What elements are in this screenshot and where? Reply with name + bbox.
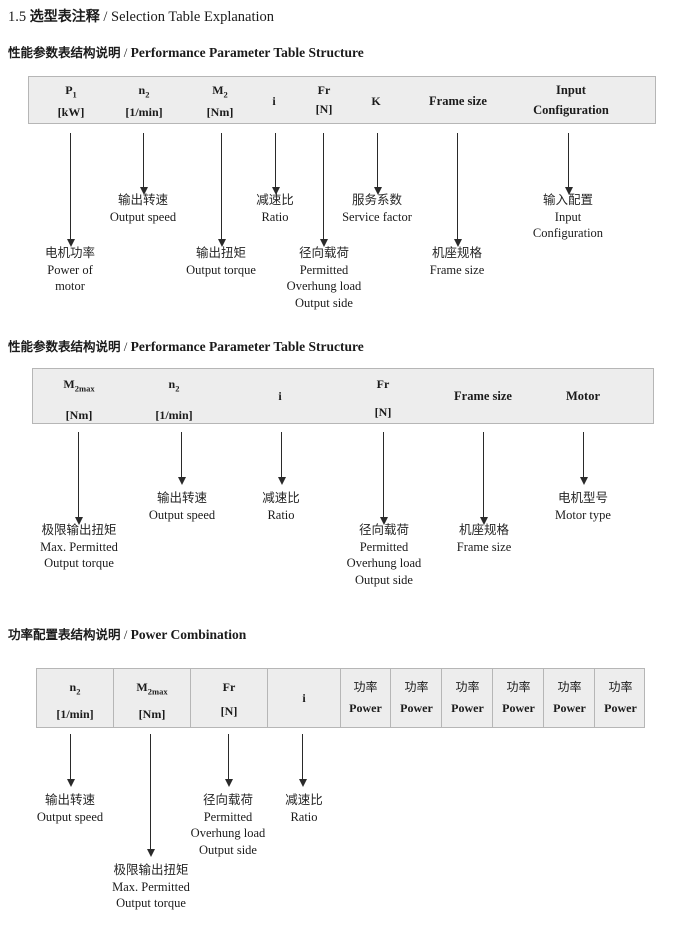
note-service-factor-1: 服务系数 Service factor: [342, 192, 412, 224]
table3-col-power-6: 功率 Power: [604, 680, 637, 715]
table3-col-m2max: M2max [Nm]: [136, 680, 168, 721]
table3-divider-3: [267, 669, 268, 727]
performance-parameter-table-1: [28, 76, 656, 124]
table3-col-fr: Fr [N]: [220, 680, 238, 718]
table1-col-i: i: [272, 94, 276, 108]
table1-col-n2: n2 [1/min]: [125, 83, 163, 119]
table3-col-power-3: 功率 Power: [451, 680, 484, 715]
section-3-heading: 功率配置表结构说明 / Power Combination: [8, 624, 246, 643]
note-permitted-overhung-load-3: 径向载荷 Permitted Overhung load Output side: [190, 792, 266, 857]
table3-divider-6: [441, 669, 442, 727]
table3-divider-9: [594, 669, 595, 727]
section-3-heading-en: Power Combination: [130, 627, 247, 642]
note-output-speed-1: 输出转速 Output speed: [109, 192, 177, 224]
arrow-to-ratio-3: [298, 734, 307, 787]
table3-divider-4: [340, 669, 341, 727]
table1-col-m2: M2 [Nm]: [206, 83, 234, 119]
table1-col-fr: Fr [N]: [315, 83, 333, 116]
arrow-to-ratio-2: [277, 432, 286, 485]
note-permitted-overhung-load-2: 径向载荷 Permitted Overhung load Output side: [346, 522, 422, 587]
page-title: 1.5 选型表注释 / Selection Table Explanation: [8, 6, 274, 26]
table3-col-power-2: 功率 Power: [400, 680, 433, 715]
section-2-heading-cn: 性能参数表结构说明: [8, 339, 121, 354]
arrow-to-ratio: [271, 133, 280, 195]
note-frame-size-2: 机座规格 Frame size: [456, 522, 512, 554]
table3-col-power-1: 功率 Power: [349, 680, 382, 715]
section-3-heading-cn: 功率配置表结构说明: [8, 627, 121, 642]
note-output-speed-2: 输出转速 Output speed: [148, 490, 216, 522]
note-frame-size-1: 机座规格 Frame size: [429, 245, 485, 277]
table3-col-power-4: 功率 Power: [502, 680, 535, 715]
page-title-number: 1.5: [8, 9, 27, 25]
page-title-en: Selection Table Explanation: [111, 9, 275, 25]
table2-col-motor: Motor: [565, 389, 600, 403]
section-2-heading-en: Performance Parameter Table Structure: [130, 339, 364, 354]
section-1-heading-en: Performance Parameter Table Structure: [130, 45, 364, 60]
page-title-cn: 选型表注释: [29, 9, 100, 25]
arrow-to-output-speed-3: [66, 734, 75, 787]
arrow-to-frame-size: [453, 133, 462, 247]
table3-divider-2: [190, 669, 191, 727]
note-power-of-motor-1: 电机功率 Power of motor: [44, 245, 95, 293]
table2-col-n2: n2 [1/min]: [155, 377, 193, 422]
arrow-to-permitted-overhung-load-2: [379, 432, 388, 525]
table1-col-frame-size: Frame size: [429, 94, 487, 108]
note-ratio-3: 减速比 Ratio: [285, 792, 323, 824]
table3-divider-7: [492, 669, 493, 727]
arrow-to-output-speed: [139, 133, 148, 195]
arrow-to-input-configuration: [564, 133, 573, 195]
arrow-to-max-permitted-output-torque-3: [146, 734, 155, 857]
performance-parameter-table-2: [32, 368, 654, 424]
arrow-to-output-speed-2: [177, 432, 186, 485]
table2-col-i: i: [278, 389, 282, 403]
table2-col-frame-size: Frame size: [454, 389, 512, 403]
note-max-permitted-output-torque-2: 极限输出扭矩 Max. Permitted Output torque: [40, 522, 118, 570]
arrow-to-motor-type-2: [579, 432, 588, 485]
note-permitted-overhung-load-1: 径向载荷 Permitted Overhung load Output side: [286, 245, 362, 310]
table1-col-k: K: [371, 94, 381, 108]
section-1-heading: 性能参数表结构说明 / Performance Parameter Table …: [8, 42, 364, 61]
section-2-heading: 性能参数表结构说明 / Performance Parameter Table …: [8, 336, 364, 355]
table3-divider-8: [543, 669, 544, 727]
arrow-to-permitted-overhung-load: [319, 133, 328, 247]
arrow-to-output-torque: [217, 133, 226, 247]
note-input-configuration-1: 输入配置 Input Configuration: [532, 192, 604, 240]
arrow-to-service-factor: [373, 133, 382, 195]
table3-col-power-5: 功率 Power: [553, 680, 586, 715]
arrow-to-power-of-motor: [66, 133, 75, 247]
note-motor-type-2: 电机型号 Motor type: [555, 490, 611, 522]
note-ratio-1: 减速比 Ratio: [256, 192, 294, 224]
section-2-heading-separator: /: [123, 339, 128, 354]
table1-col-p1: P1 [kW]: [57, 83, 85, 119]
section-3-heading-separator: /: [123, 627, 128, 642]
table2-col-fr: Fr [N]: [374, 377, 392, 419]
table3-col-n2: n2 [1/min]: [56, 680, 94, 721]
table3-divider-5: [390, 669, 391, 727]
arrow-to-permitted-overhung-load-3: [224, 734, 233, 787]
table2-col-m2max: M2max [Nm]: [63, 377, 95, 422]
note-output-speed-3: 输出转速 Output speed: [36, 792, 104, 824]
section-1-heading-cn: 性能参数表结构说明: [8, 45, 121, 60]
table3-divider-1: [113, 669, 114, 727]
note-ratio-2: 减速比 Ratio: [262, 490, 300, 522]
page-title-separator: /: [103, 9, 108, 25]
section-1-heading-separator: /: [123, 45, 128, 60]
arrow-to-max-permitted-output-torque-2: [74, 432, 83, 525]
note-output-torque-1: 输出扭矩 Output torque: [186, 245, 256, 277]
note-max-permitted-output-torque-3: 极限输出扭矩 Max. Permitted Output torque: [112, 862, 190, 910]
arrow-to-frame-size-2: [479, 432, 488, 525]
table3-col-i: i: [302, 691, 306, 705]
table1-col-input-configuration: Input Configuration: [533, 83, 609, 117]
